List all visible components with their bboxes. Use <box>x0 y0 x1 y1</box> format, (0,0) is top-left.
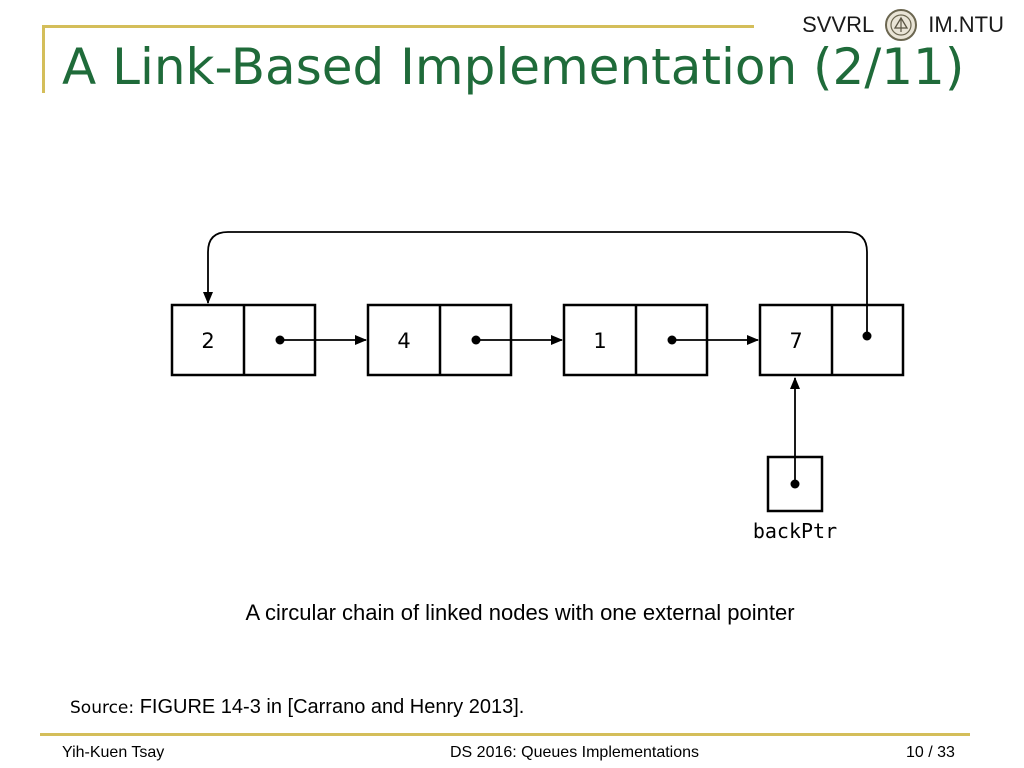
node-2-value: 4 <box>397 329 410 353</box>
footer-course: DS 2016: Queues Implementations <box>450 744 700 761</box>
left-rule <box>42 25 45 93</box>
page-total: 33 <box>937 744 955 761</box>
node-4-value: 7 <box>789 329 802 353</box>
node-1-value: 2 <box>201 329 214 353</box>
bottom-rule <box>40 733 970 736</box>
page-current: 10 <box>906 744 924 761</box>
wraparound-link-arrow <box>203 231 868 336</box>
org-right-label: IM.NTU <box>928 12 1004 37</box>
node-3-value: 1 <box>593 329 606 353</box>
back-pointer-label: backPtr <box>753 519 837 543</box>
footer-page-number: 10 / 33 <box>906 744 955 761</box>
figure-caption: A circular chain of linked nodes with on… <box>245 600 795 625</box>
slide-title: A Link-Based Implementation (2/11) <box>62 38 965 96</box>
footer-author: Yih-Kuen Tsay <box>62 744 165 761</box>
source-citation: Source: FIGURE 14-3 in [Carrano and Henr… <box>70 696 524 719</box>
top-rule <box>42 25 754 28</box>
header-brand: SVVRL IM.NTU <box>802 8 1004 42</box>
ntu-seal-icon <box>885 9 918 41</box>
source-text: FIGURE 14-3 in [Carrano and Henry 2013]. <box>139 696 525 718</box>
back-pointer: backPtr <box>753 377 837 543</box>
source-label: Source: <box>70 698 135 718</box>
node-1: 2 <box>170 303 317 377</box>
org-left-label: SVVRL <box>802 12 875 37</box>
node-4: 7 <box>758 303 905 377</box>
